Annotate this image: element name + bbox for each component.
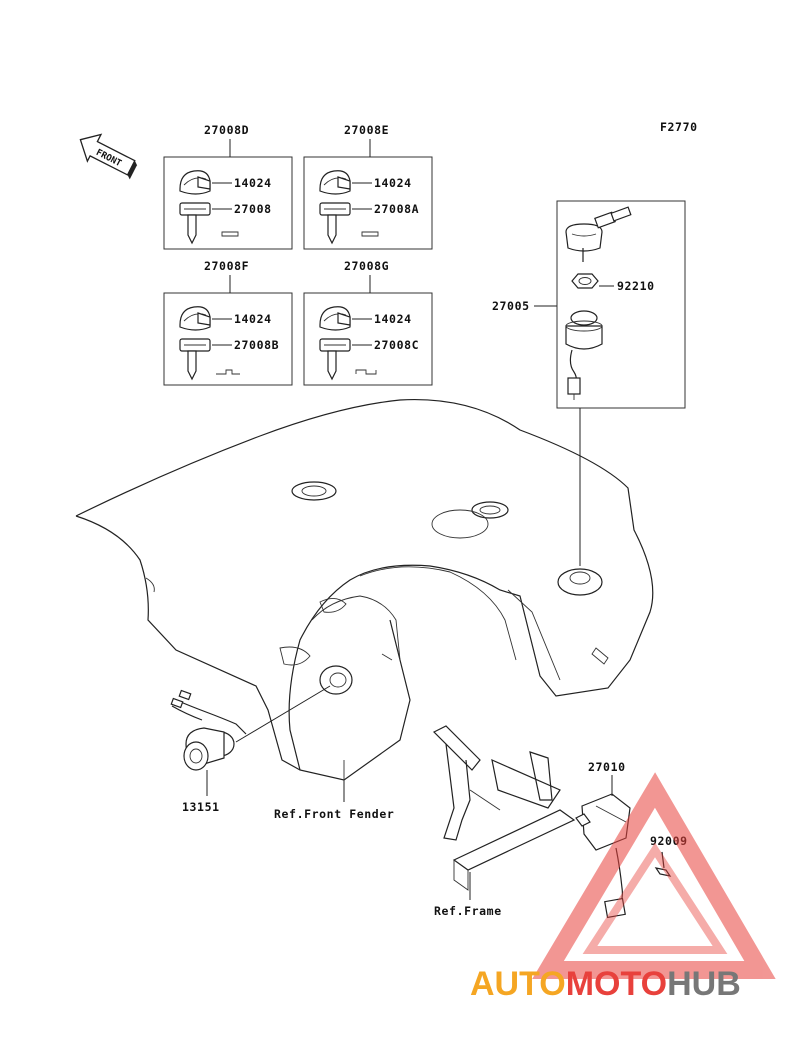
key-icon [179,338,211,381]
watermark-text: AUTOMOTOHUB [470,965,741,1003]
key-icon [319,202,351,245]
front-fender-ref-label: Ref.Front Fender [274,807,394,821]
key-part-label: 27008B [234,338,279,352]
connector-icon: 13151 [170,685,331,814]
ignition-key-icon [565,206,632,262]
key-cap-icon [319,306,351,331]
key-cap-part-label: 14024 [374,312,412,326]
key-cap-icon [179,306,211,331]
key-set-2: 27008E 14024 27008A [303,123,433,250]
switch-27010-label: 27010 [588,760,626,774]
key-code-symbol-icon [221,231,239,237]
front-arrow-icon: FRONT [79,133,138,180]
ignition-switch-box: 27005 92210 [492,200,686,566]
watermark-logo [532,772,776,979]
key-cap-part-label: 14024 [234,312,272,326]
key-part-label: 27008A [374,202,419,216]
key-part-label: 27008C [374,338,419,352]
key-code-symbol-icon [216,369,240,375]
connector-label: 13151 [182,800,220,814]
watermark-auto: AUTO [470,965,566,1003]
key-set-3: 27008F 14024 27008B [163,259,293,386]
key-set-1: 27008D 14024 27008 [163,123,293,250]
key-set-4: 27008G 14024 27008C [303,259,433,386]
switch-body-icon [565,310,603,400]
nut-label: 92210 [617,279,655,293]
frame-structure: Ref.Frame [432,725,576,918]
key-cap-icon [179,170,211,195]
key-set-number: 27008G [344,259,389,273]
key-cap-part-label: 14024 [374,176,412,190]
figure-code: F2770 [660,120,698,134]
key-set-number: 27008F [204,259,249,273]
nut-icon: 92210 [571,273,655,293]
frame-ref-label: Ref.Frame [434,904,502,918]
ignition-switch-label: 27005 [492,299,530,313]
key-code-symbol-icon [355,369,377,375]
key-part-label: 27008 [234,202,272,216]
key-set-number: 27008D [204,123,249,137]
watermark-moto: MOTO [566,965,667,1003]
key-set-number: 27008E [344,123,389,137]
key-code-symbol-icon [361,231,379,237]
key-icon [319,338,351,381]
key-cap-part-label: 14024 [234,176,272,190]
key-icon [179,202,211,245]
front-fender-body [75,398,654,781]
watermark-hub: HUB [667,965,741,1003]
key-cap-icon [319,170,351,195]
